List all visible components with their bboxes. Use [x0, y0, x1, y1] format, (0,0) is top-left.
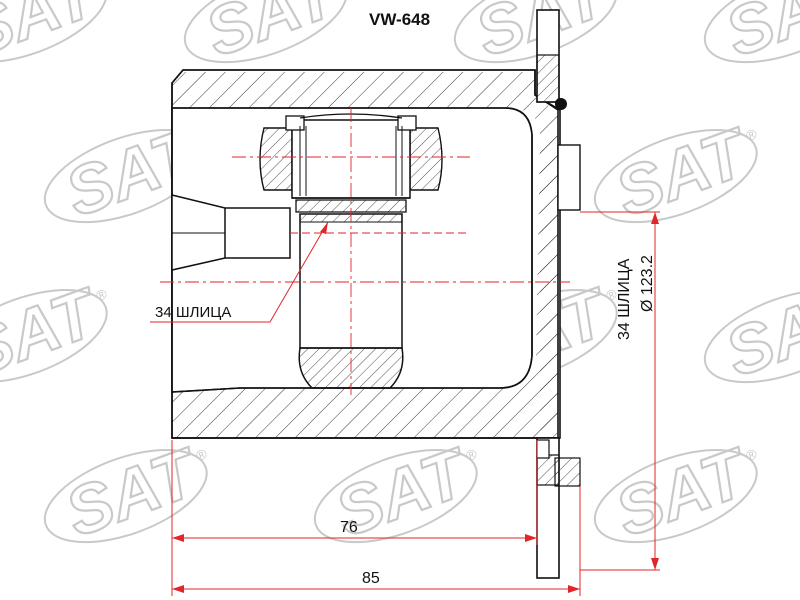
sat-watermark-logo: SAT® [593, 112, 761, 232]
sat-watermark-logo: SAT® [313, 432, 481, 552]
spline-leader [150, 221, 329, 323]
spline-leader-arrow [320, 222, 328, 234]
registered-mark: ® [94, 285, 110, 304]
sat-watermark-logo: SAT® [593, 432, 761, 552]
sat-watermark-text: SAT [716, 273, 800, 391]
registered-mark: ® [744, 125, 760, 144]
dimension-arrows [172, 212, 659, 593]
registered-mark: ® [464, 445, 480, 464]
flange-plate [536, 9, 581, 579]
weld-dot [555, 98, 567, 110]
spline-label-left: 34 ШЛИЦА [155, 304, 231, 321]
sat-watermark-logo: SAT® [183, 0, 351, 72]
spline-label-right: 34 ШЛИЦА [616, 258, 633, 340]
sat-watermark-logo: SAT® [43, 432, 211, 552]
sat-watermark-text: SAT [0, 0, 110, 71]
dimension-85: 85 [362, 570, 380, 587]
spline-shaft [171, 194, 291, 271]
sat-watermark-text: SAT [196, 0, 350, 71]
sat-watermark-logo: SAT® [0, 272, 111, 392]
dimension-lines [171, 211, 660, 596]
sat-watermark-logo: SAT® [0, 0, 111, 72]
diameter-label: Ø 123.2 [639, 255, 656, 312]
housing-lower-wall [172, 135, 558, 438]
sat-watermark-logo: SAT® [703, 272, 800, 392]
centerlines [160, 108, 570, 395]
housing-outline [171, 69, 560, 439]
registered-mark: ® [194, 445, 210, 464]
sat-watermark-logo: SAT® [703, 0, 800, 72]
part-number-title: VW-648 [369, 10, 430, 29]
registered-mark: ® [744, 445, 760, 464]
dimension-76: 76 [340, 519, 358, 536]
